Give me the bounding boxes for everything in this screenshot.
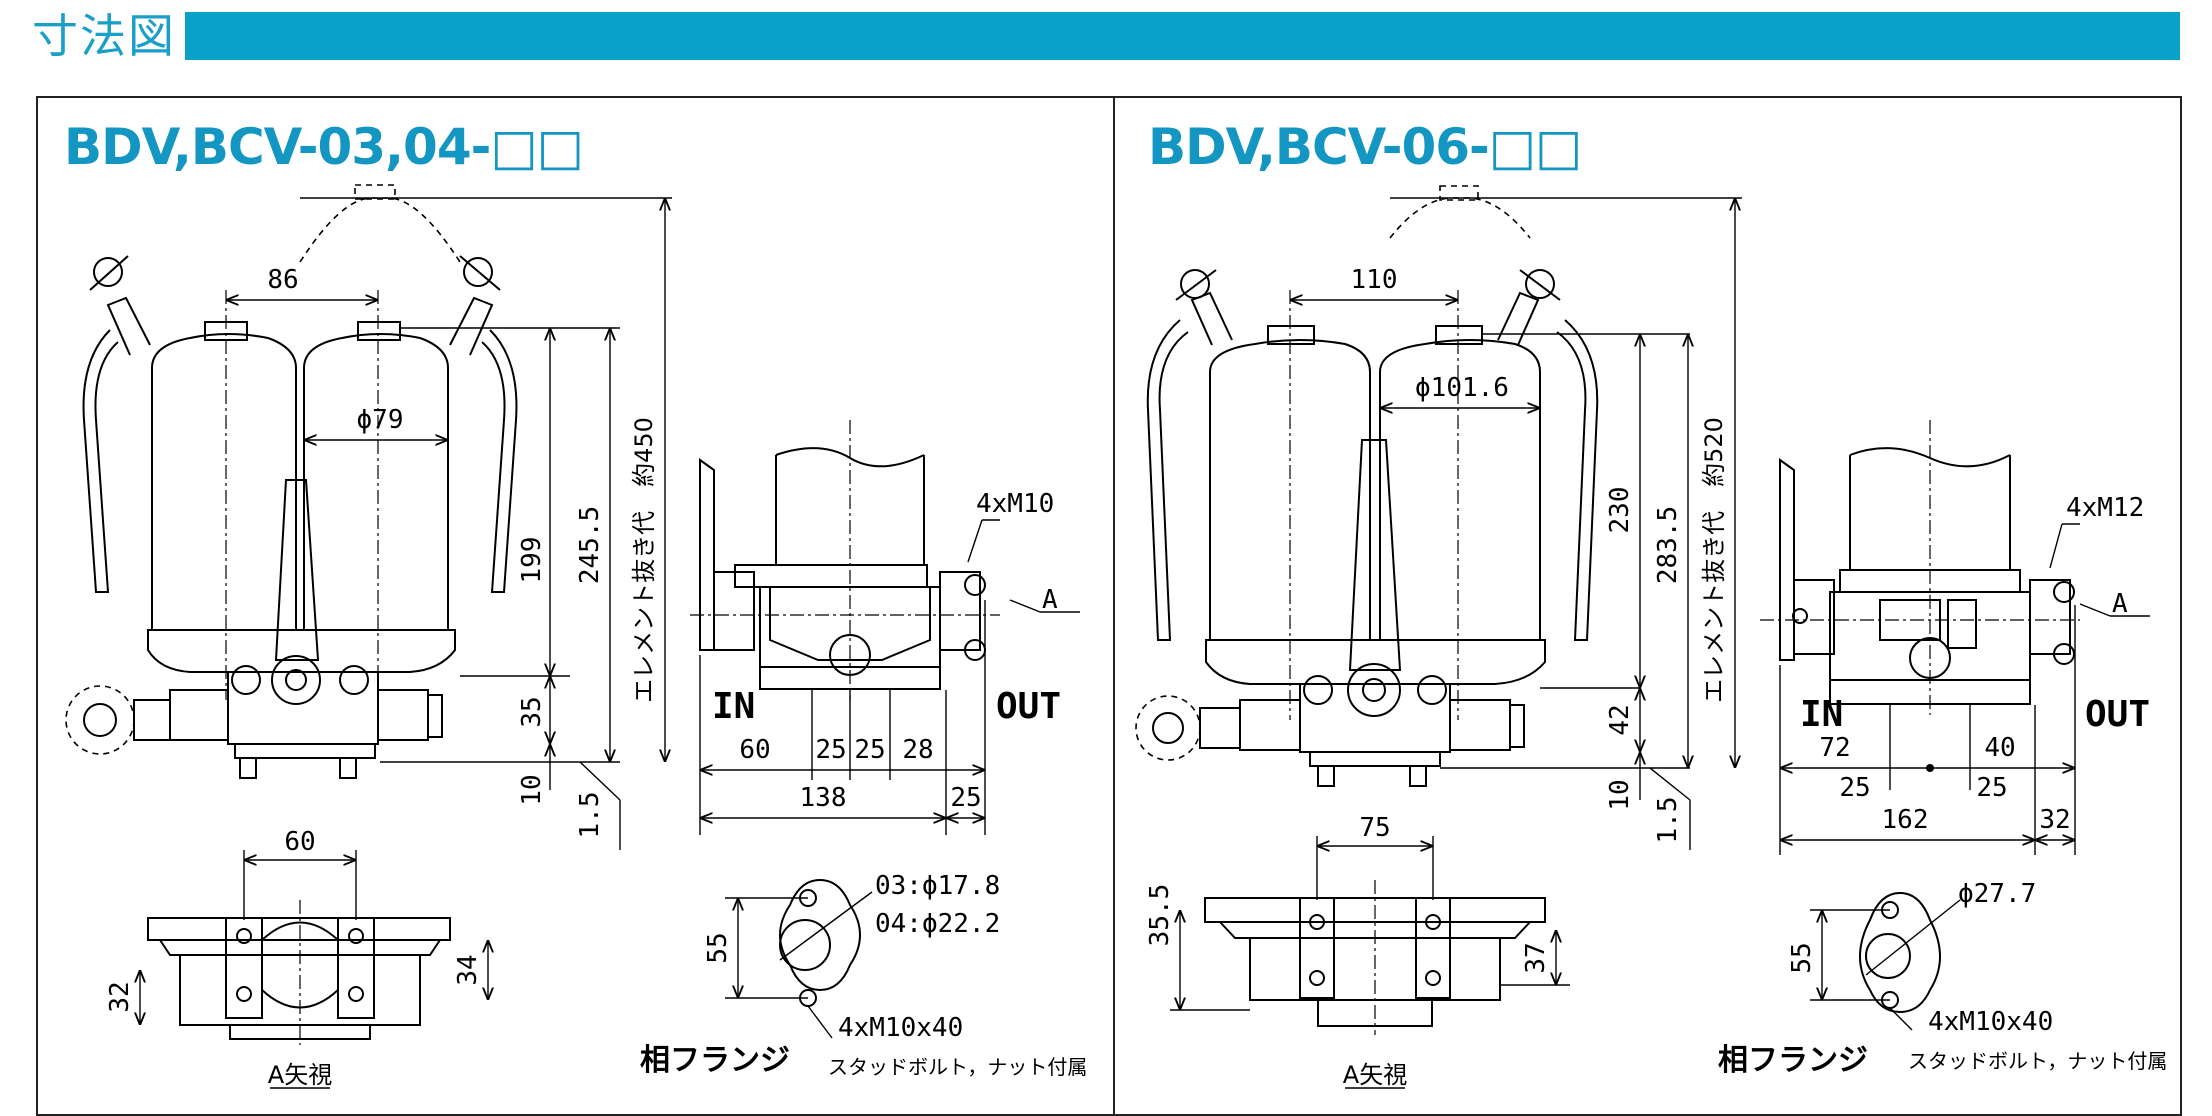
left-mating-flange (725, 878, 873, 1039)
header-bar (185, 12, 2180, 60)
dim-25b-right: 25 (1976, 773, 2007, 803)
dim-av-75: 75 (1359, 813, 1390, 843)
dim-phi79: ϕ79 (357, 405, 404, 435)
page-title: 寸法図 (32, 9, 176, 63)
panel-divider (1113, 96, 1115, 1116)
dim-25b: 25 (854, 735, 885, 765)
dim-element-clearance: エレメント抜き代 約450 (630, 417, 658, 703)
flange-title-left: 相フランジ (640, 1043, 790, 1078)
dim-av-32: 32 (105, 981, 135, 1012)
flange-04-bore: 04:ϕ22.2 (875, 909, 1000, 939)
flange-bolt-left: 4xM10x40 (838, 1013, 963, 1043)
dim-av-37: 37 (1521, 942, 1551, 973)
outlet-label-right: OUT (2085, 694, 2150, 735)
a-view-label-right: A矢視 (1343, 1061, 1407, 1089)
dim-60: 60 (739, 735, 770, 765)
outlet-label-left: OUT (996, 686, 1061, 727)
inlet-label-right: IN (1800, 694, 1843, 735)
dim-1-5-right: 1.5 (1653, 797, 1683, 844)
flange-03-bore: 03:ϕ17.8 (875, 871, 1000, 901)
flange-bolt-right: 4xM10x40 (1928, 1007, 2053, 1037)
dim-35: 35 (517, 696, 547, 727)
dim-230: 230 (1605, 487, 1635, 534)
right-mating-flange (1810, 891, 1961, 1031)
right-a-view (1170, 836, 1570, 1089)
left-side-view (690, 420, 1080, 835)
dim-av-60: 60 (284, 827, 315, 857)
thread-4xm10: 4xM10 (976, 489, 1054, 519)
model-title-right: BDV,BCV-06-□□ (1148, 118, 1582, 176)
flange-title-right: 相フランジ (1718, 1043, 1868, 1078)
dim-245-5: 245.5 (575, 506, 605, 584)
inlet-label-left: IN (712, 686, 755, 727)
dim-phi101-6: ϕ101.6 (1415, 373, 1509, 403)
left-a-view (140, 850, 488, 1089)
model-title-left: BDV,BCV-03,04-□□ (64, 118, 584, 176)
dim-fl-55-left: 55 (703, 932, 733, 963)
view-arrow-a-left: A (1042, 585, 1058, 615)
right-side-view (1760, 420, 2150, 855)
drawing-frame (36, 96, 2182, 1116)
dim-40: 40 (1984, 733, 2015, 763)
dim-1-5: 1.5 (575, 792, 605, 839)
dim-fl-55-right: 55 (1787, 942, 1817, 973)
a-view-label-left: A矢視 (268, 1061, 332, 1089)
dim-86: 86 (267, 265, 298, 295)
dim-av-35-5: 35.5 (1145, 884, 1175, 947)
dim-110: 110 (1351, 265, 1398, 295)
dim-10-right: 10 (1605, 779, 1635, 810)
flange-note-right: スタッドボルト，ナット付属 (1908, 1049, 2167, 1073)
dim-25c: 25 (950, 783, 981, 813)
thread-4xm12: 4xM12 (2066, 493, 2144, 523)
dim-25a: 25 (815, 735, 846, 765)
dim-72: 72 (1819, 733, 1850, 763)
dim-42: 42 (1605, 704, 1635, 735)
dim-av-34: 34 (453, 954, 483, 985)
left-front-view (65, 184, 672, 850)
dim-283-5: 283.5 (1653, 506, 1683, 584)
dim-32-right: 32 (2039, 805, 2070, 835)
flange-note-left: スタッドボルト，ナット付属 (828, 1055, 1087, 1079)
right-front-view (1135, 185, 1742, 850)
dim-162: 162 (1882, 805, 1929, 835)
dim-25a-right: 25 (1839, 773, 1870, 803)
dim-10: 10 (517, 774, 547, 805)
dim-28: 28 (902, 735, 933, 765)
flange-bore-right: ϕ27.7 (1958, 879, 2036, 909)
view-arrow-a-right: A (2112, 589, 2128, 619)
dim-199: 199 (517, 537, 547, 584)
dim-element-clearance-right: エレメント抜き代 約520 (1700, 417, 1728, 703)
dim-138: 138 (800, 783, 847, 813)
